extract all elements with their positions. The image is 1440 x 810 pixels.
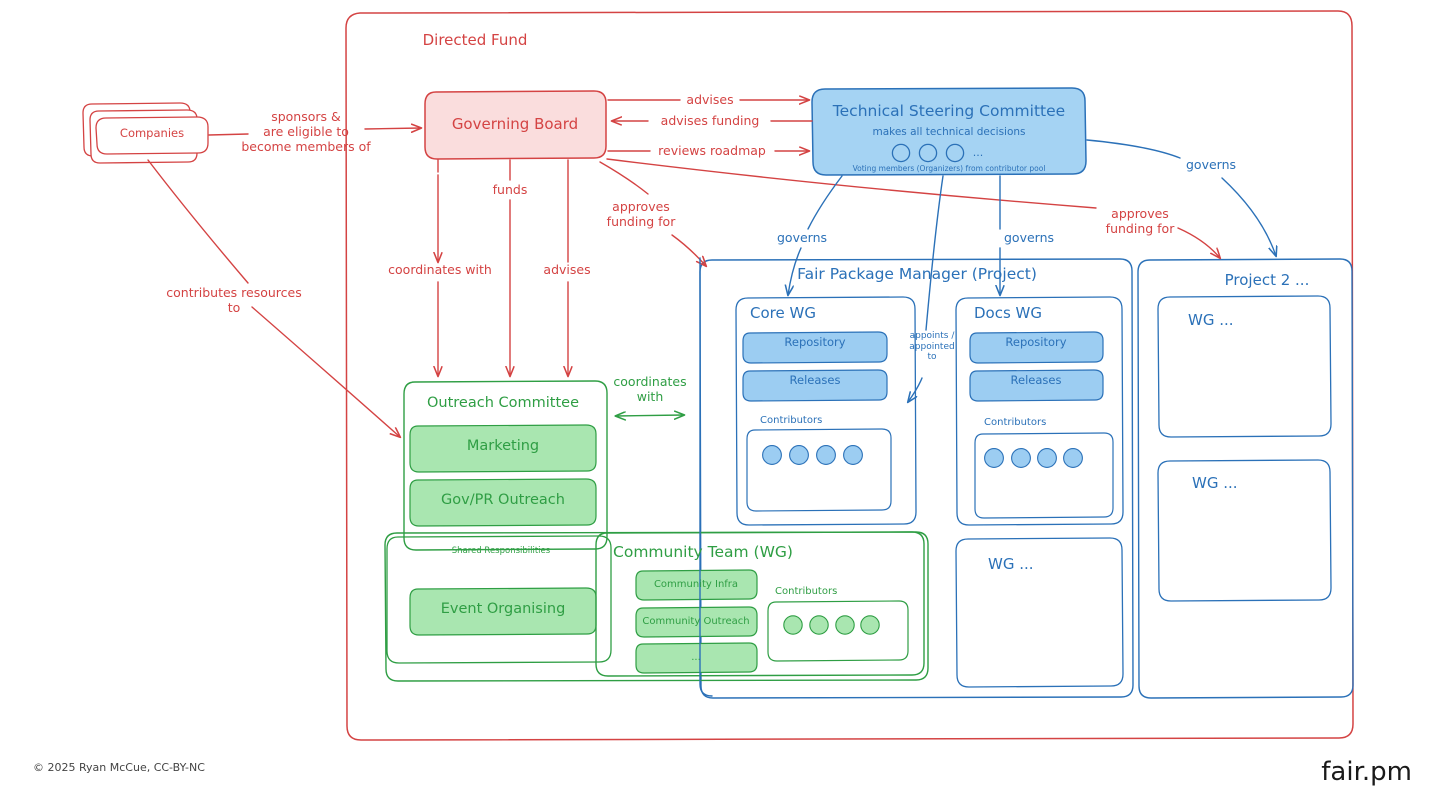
edge-companies-to-gb — [364, 128, 421, 129]
project2-wg-2-label[interactable]: WG ... — [1192, 474, 1238, 492]
fpm-wg-placeholder-label[interactable]: WG ... — [988, 555, 1034, 573]
outreach-item-marketing[interactable]: Marketing — [466, 438, 540, 454]
community-team-item-ellipsis[interactable]: ... — [691, 652, 701, 663]
docs-wg-shape — [955, 296, 1124, 526]
edge-label-advises-funding: advises funding — [660, 113, 760, 128]
edge-tsc-appoints-a — [925, 175, 944, 331]
core-wg-item-releases[interactable]: Releases — [789, 373, 841, 387]
shared-responsibilities-item-event-organising[interactable]: Event Organising — [440, 601, 566, 617]
edge-tsc-governs-p2-b — [1221, 177, 1276, 256]
outreach-item-govpr[interactable]: Gov/PR Outreach — [441, 492, 565, 508]
footer-copyright: © 2025 Ryan McCue, CC-BY-NC — [33, 761, 205, 774]
tsc-title[interactable]: Technical Steering Committee — [832, 102, 1066, 120]
edge-gb-approves-p2-b — [1177, 227, 1220, 258]
edge-tsc-governs-core-a — [807, 175, 843, 230]
tsc-subtitle: makes all technical decisions — [872, 126, 1026, 138]
community-team-shape — [595, 531, 925, 677]
shared-responsibilities-label: Shared Responsibilities — [451, 546, 551, 556]
edge-label-governs-core: governs — [776, 230, 828, 245]
companies-stack-shape — [82, 102, 209, 164]
outreach-committee-label[interactable]: Outreach Committee — [427, 395, 579, 411]
edge-community-to-fpm-left — [699, 257, 713, 697]
docs-wg-item-releases[interactable]: Releases — [1010, 373, 1062, 387]
edge-companies-to-outreach-b — [251, 306, 400, 437]
edge-tsc-appoints-b — [908, 377, 923, 402]
core-wg-shape — [735, 296, 917, 526]
edge-companies-tick — [208, 133, 249, 136]
edge-tsc-governs-core-b — [788, 247, 802, 295]
directed-fund-label: Directed Fund — [422, 31, 528, 49]
edge-tsc-governs-p2-a — [1086, 139, 1181, 159]
governing-board-shape — [424, 90, 607, 160]
community-team-label[interactable]: Community Team (WG) — [613, 543, 793, 561]
community-team-item-infra[interactable]: Community Infra — [653, 579, 739, 590]
docs-wg-contributors-label: Contributors — [984, 417, 1047, 428]
green-group-shape — [384, 531, 929, 682]
edge-label-advises-outreach: advises — [543, 262, 591, 277]
edge-gb-approves-p2-a — [606, 158, 1097, 209]
shared-responsibilities-shape — [386, 535, 612, 664]
project2-container-label[interactable]: Project 2 ... — [1224, 271, 1310, 289]
tsc-members-ellipsis: ... — [972, 146, 984, 159]
docs-wg-label[interactable]: Docs WG — [974, 304, 1043, 322]
edge-label-advises: advises — [686, 92, 734, 107]
edge-label-funds: funds — [492, 182, 528, 197]
core-wg-label[interactable]: Core WG — [750, 304, 816, 322]
edge-gb-approves-fpm-a — [599, 161, 649, 195]
edge-label-governs-project2: governs — [1185, 157, 1237, 172]
tsc-shape — [811, 87, 1087, 176]
fpm-container-label[interactable]: Fair Package Manager (Project) — [797, 265, 1037, 283]
companies-label[interactable]: Companies — [119, 126, 185, 140]
edge-label-coordinates-with: coordinates with — [388, 262, 492, 277]
edge-companies-to-outreach-a — [147, 159, 249, 284]
brand-label: fair.pm — [1321, 757, 1412, 787]
community-team-contributors-label: Contributors — [775, 586, 838, 597]
core-wg-item-repository[interactable]: Repository — [784, 335, 846, 349]
fpm-wg-placeholder-shape — [955, 537, 1124, 688]
fpm-container-shape — [699, 258, 1134, 699]
edge-label-reviews-roadmap: reviews roadmap — [658, 143, 766, 158]
tsc-members-note: Voting members (Organizers) from contrib… — [852, 164, 1046, 173]
core-wg-contributors-label: Contributors — [760, 415, 823, 426]
governing-board-label[interactable]: Governing Board — [451, 115, 579, 133]
community-team-item-outreach[interactable]: Community Outreach — [642, 616, 750, 627]
project2-container-shape — [1137, 258, 1354, 699]
edge-outreach-coordinates-community — [616, 415, 684, 416]
docs-wg-item-repository[interactable]: Repository — [1005, 335, 1067, 349]
outreach-committee-shape — [403, 380, 608, 551]
project2-wg-1-label[interactable]: WG ... — [1188, 311, 1234, 329]
edge-label-governs-docs: governs — [1003, 230, 1055, 245]
edge-gb-approves-fpm-b — [671, 234, 706, 266]
directed-fund-container-shape — [345, 10, 1354, 741]
